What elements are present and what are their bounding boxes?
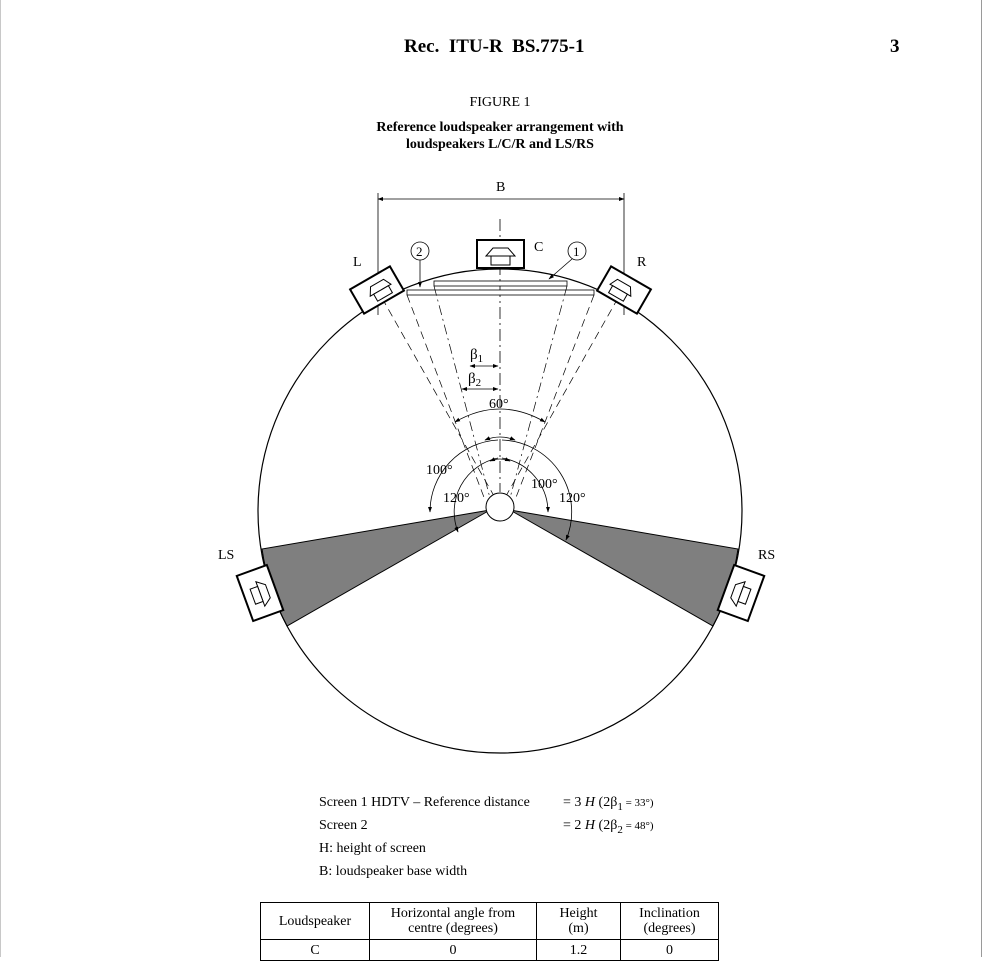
label-100-left: 100° [426, 463, 453, 478]
label-b: B [496, 180, 505, 195]
page-number: 3 [890, 36, 900, 57]
legend-row-2-label: Screen 2 [319, 818, 368, 833]
legend-row-1-label: Screen 1 HDTV – Reference distance [319, 795, 530, 810]
screen-2 [406, 289, 595, 296]
callout-1-text: 1 [573, 244, 580, 259]
sightline-screen1-right [509, 285, 568, 499]
sightline-screen1-left [433, 285, 491, 499]
figure-caption: Reference loudspeaker arrangement with l… [0, 119, 994, 153]
sightline-l [381, 297, 495, 497]
legend-row-2-value: = 2 H (2β2 = 48°) [563, 818, 654, 836]
loudspeaker-r [595, 265, 653, 315]
label-60: 60° [489, 397, 509, 412]
figure-label: FIGURE 1 [469, 95, 531, 110]
arc-120-left [453, 457, 499, 533]
col-header-loudspeaker: Loudspeaker [260, 902, 370, 940]
table-cell: 0 [620, 939, 719, 961]
legend-row-4: B: loudspeaker base width [319, 864, 468, 879]
table-cell: 1.2 [536, 939, 621, 961]
callout-1-circle [567, 241, 587, 261]
sightline-screen2-right [514, 294, 595, 501]
running-header: Rec. ITU-R BS.775-1 [404, 36, 585, 57]
figure-caption-line-2: loudspeakers L/C/R and LS/RS [406, 137, 594, 152]
loudspeaker-c [476, 239, 525, 269]
arc-inner-2 [489, 457, 511, 462]
col-header-inclination: Inclination(degrees) [620, 902, 719, 940]
label-120-right: 120° [559, 491, 586, 506]
label-rs: RS [758, 548, 775, 563]
callout-2-text: 2 [416, 244, 423, 259]
figure-caption-line-1: Reference loudspeaker arrangement with [376, 120, 624, 135]
sightline-r [505, 297, 619, 497]
arc-100-left [428, 439, 499, 513]
label-100-right: 100° [531, 477, 558, 492]
arc-60 [454, 408, 546, 423]
loudspeaker-l [348, 265, 406, 315]
label-beta2: β2 [468, 371, 481, 389]
sightline-screen2-left [406, 294, 486, 501]
legend-row-1: Screen 1 HDTV – Reference distance = 3 H… [319, 795, 654, 813]
loudspeaker-rs [716, 563, 766, 623]
ls-sector [261, 509, 491, 627]
rs-sector [509, 509, 739, 627]
table-cell: C [260, 939, 370, 961]
label-ls: LS [218, 548, 234, 563]
table-cell: 0 [369, 939, 537, 961]
label-beta1: β1 [470, 347, 483, 365]
label-c: C [534, 240, 543, 255]
loudspeaker-ls [235, 563, 285, 623]
legend-row-1-value: = 3 H (2β1 = 33°) [563, 795, 654, 813]
label-120-left: 120° [443, 491, 470, 506]
arc-inner-1 [484, 436, 516, 441]
table-row: C 0 1.2 0 [260, 939, 719, 961]
listener-position [485, 492, 515, 522]
arc-120-right [501, 439, 573, 541]
legend-row-3: H: height of screen [319, 841, 426, 856]
screen-1 [433, 280, 568, 287]
label-l: L [353, 255, 362, 270]
arc-100-right [501, 457, 550, 513]
legend-row-2: Screen 2 = 2 H (2β2 = 48°) [319, 818, 654, 836]
callout-1-leader [548, 258, 573, 280]
col-header-height: Height(m) [536, 902, 621, 940]
label-r: R [637, 255, 647, 270]
